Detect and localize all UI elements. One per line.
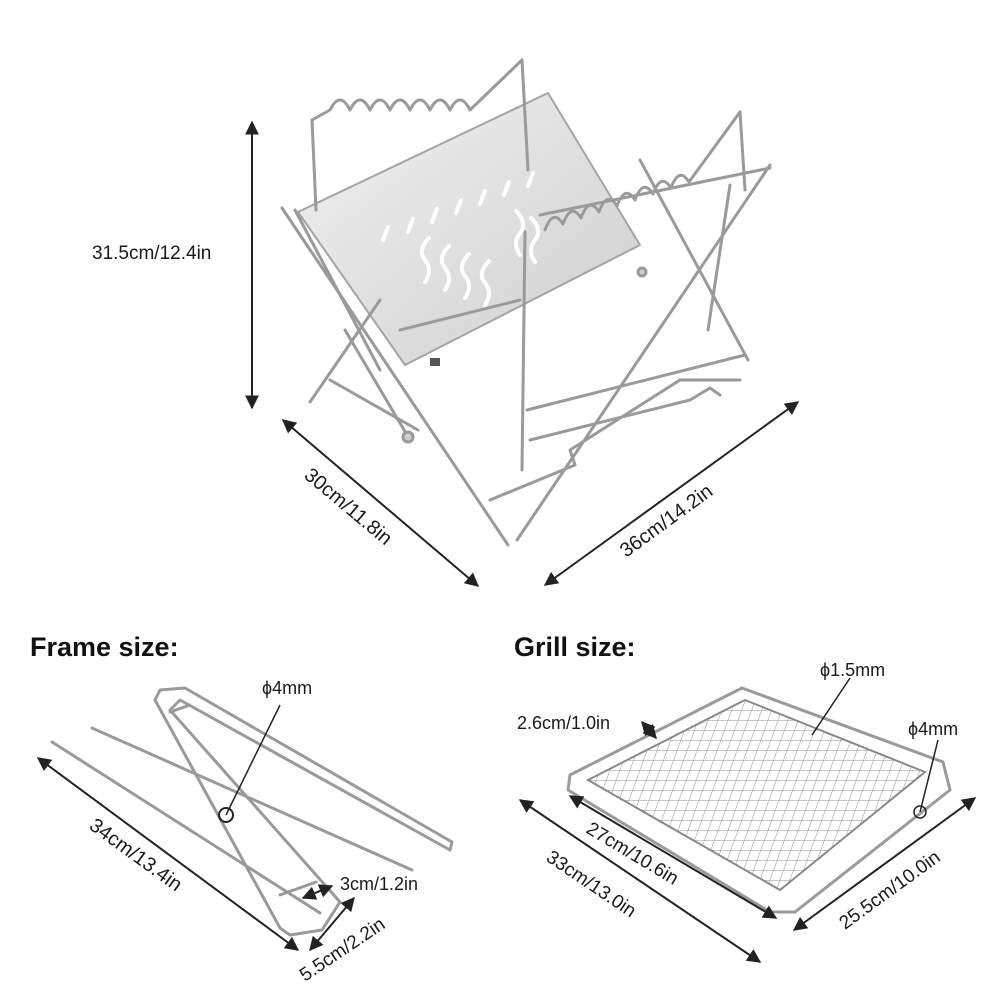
grill-margin-label: 2.6cm/1.0in [517,713,610,733]
grill-mesh-diameter-label: ϕ1.5mm [820,660,885,680]
frame-inner-width-label: 3cm/1.2in [340,874,418,894]
frame-inner-width-arrow [301,884,334,900]
grill-margin-arrow [641,720,657,740]
width-label: 36cm/14.2in [616,480,717,562]
grill-mesh-leader [811,677,851,736]
frame-rod-diameter-label: ϕ4mm [262,678,312,698]
folding-grill-illustration [280,58,772,547]
width-dimension-arrow [543,401,800,586]
grill-size-heading: Grill size: [514,632,636,662]
depth-label: 30cm/11.8in [300,464,396,550]
height-label: 31.5cm/12.4in [92,243,211,264]
grill-width-arrow [792,797,977,931]
main-dimension-lines [245,120,800,587]
grill-frame-diameter-label: ϕ4mm [908,719,958,739]
grill-outer-length-arrow [518,799,762,963]
frame-outer-width-arrow [309,896,355,952]
depth-dimension-arrow [281,419,480,587]
frame-size-heading: Frame size: [30,632,179,662]
frame-length-arrow [36,757,300,951]
